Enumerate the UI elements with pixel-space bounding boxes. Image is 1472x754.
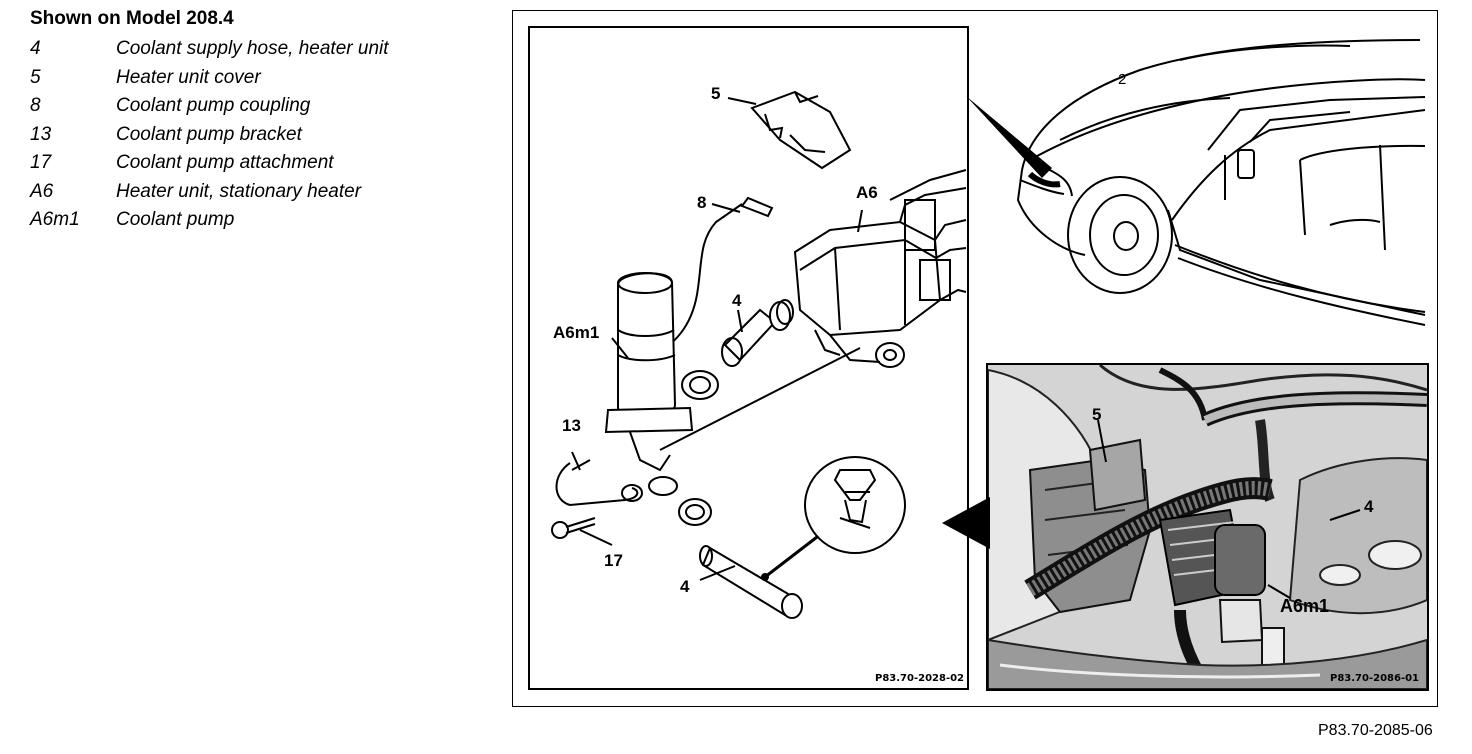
legend-text: Coolant pump coupling [116, 95, 311, 116]
photo-callout-4: 4 [1364, 497, 1374, 516]
legend-item: 8 Coolant pump coupling [30, 92, 500, 121]
car-callout-2: 2 [1118, 71, 1126, 88]
figure-frame [512, 10, 1438, 707]
legend-code: 5 [30, 66, 41, 88]
callout-13: 13 [562, 416, 581, 435]
photo-callout-A6m1: A6m1 [1280, 596, 1329, 616]
legend-code: 8 [30, 95, 41, 116]
legend-code: 4 [30, 38, 41, 59]
callout-A6m1: A6m1 [553, 323, 599, 342]
figure-code-main: P83.70-2085-06 [1318, 722, 1433, 739]
engine-bay-photo [988, 365, 1427, 689]
legend-text: Coolant pump [116, 209, 235, 230]
legend-item: A6m1 Coolant pump [30, 206, 500, 235]
pointer-wedge [966, 96, 1052, 178]
legend-text: Coolant supply hose, heater unit [116, 38, 389, 59]
figure-code-left: P83.70-2028-02 [875, 673, 965, 684]
legend-text: Heater unit cover [116, 66, 261, 88]
arrow-icon [942, 497, 990, 549]
legend-item: 4 Coolant supply hose, heater unit [30, 35, 500, 64]
car-illustration [1016, 39, 1426, 326]
legend-code: A6m1 [30, 209, 80, 230]
callout-4-lower: 4 [680, 577, 690, 596]
callout-4-upper: 4 [732, 291, 742, 310]
legend-code: 13 [30, 123, 52, 145]
figure-code-photo: P83.70-2086-01 [1330, 673, 1420, 684]
callout-8: 8 [697, 193, 706, 212]
parts-legend: Shown on Model 208.4 4 Coolant supply ho… [30, 8, 500, 235]
legend-title: Shown on Model 208.4 [30, 8, 234, 29]
legend-item: 17 Coolant pump attachment [30, 149, 500, 178]
legend-item: A6 Heater unit, stationary heater [30, 178, 500, 207]
legend-item: 5 Heater unit cover [30, 64, 500, 93]
legend-code: A6 [30, 180, 54, 202]
legend-text: Coolant pump bracket [116, 123, 302, 145]
callout-17: 17 [604, 551, 623, 570]
legend-text: Heater unit, stationary heater [116, 180, 362, 202]
legend-code: 17 [30, 152, 52, 173]
photo-callout-5: 5 [1092, 405, 1101, 424]
exploded-view-drawing [551, 90, 967, 619]
callout-5: 5 [711, 84, 720, 103]
callout-A6: A6 [856, 183, 878, 202]
legend-item: 13 Coolant pump bracket [30, 121, 500, 150]
legend-text: Coolant pump attachment [116, 152, 334, 173]
